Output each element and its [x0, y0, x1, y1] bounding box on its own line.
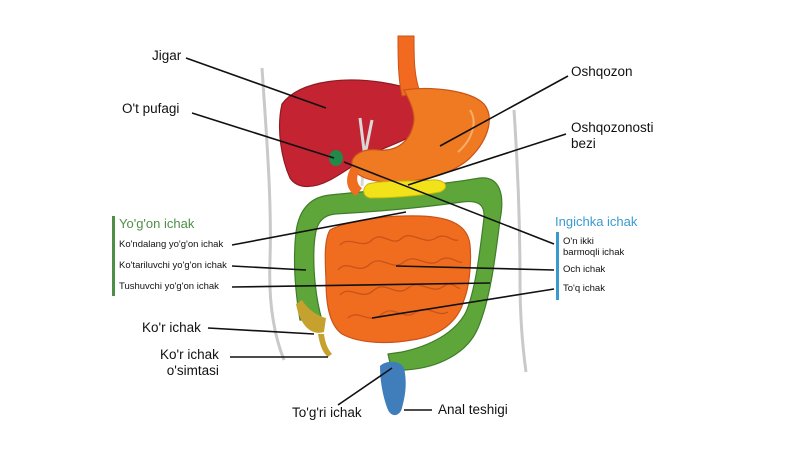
- label-onikki-line1: O'n ikki: [563, 236, 594, 247]
- duodenum-shape: [347, 166, 362, 196]
- small-intestine-group-bar: [556, 232, 559, 300]
- label-oshqozonosti-line1: Oshqozonosti: [571, 120, 654, 135]
- stomach-shape: [351, 87, 490, 183]
- label-kor-osimta-line1: Ko'r ichak: [160, 347, 219, 362]
- label-togri-ichak: To'g'ri ichak: [292, 405, 362, 420]
- label-kor-ichak: Ko'r ichak: [142, 320, 201, 335]
- label-oshqozonosti-bezi: Oshqozonosti bezi: [571, 120, 654, 152]
- label-kor-ichak-osimtasi: Ko'r ichak o'simtasi: [160, 347, 219, 379]
- group-title-ingichka-ichak: Ingichka ichak: [555, 214, 638, 229]
- label-kor-osimta-line2: o'simtasi: [166, 363, 219, 379]
- label-oshqozon: Oshqozon: [571, 64, 633, 79]
- label-och-ichak: Och ichak: [563, 264, 606, 275]
- rectum-shape: [380, 361, 406, 416]
- label-kondalang: Ko'ndalang yo'g'on ichak: [119, 239, 224, 250]
- label-onikki-barmoqli: O'n ikki barmoqli ichak: [563, 236, 624, 259]
- label-onikki-line2: barmoqli ichak: [563, 247, 625, 259]
- small-intestine-shape: [324, 215, 472, 344]
- label-tushuvchi: Tushuvchi yo'g'on ichak: [119, 281, 219, 292]
- colon-group-bar: [112, 216, 115, 296]
- liver-shape: [279, 79, 434, 188]
- body-outline-left: [260, 67, 286, 361]
- label-kotariluvchi: Ko'tariluvchi yo'g'on ichak: [119, 260, 227, 271]
- label-anal-teshigi: Anal teshigi: [438, 402, 508, 417]
- large-intestine-shape: [293, 177, 503, 373]
- label-oshqozonosti-line2: bezi: [571, 136, 596, 152]
- appendix-shape: [318, 334, 332, 357]
- gallbladder-shape: [329, 150, 343, 166]
- group-title-yogon-ichak: Yo'g'on ichak: [119, 216, 195, 231]
- label-jigar: Jigar: [152, 48, 182, 63]
- stomach-highlight: [457, 109, 475, 153]
- leader-lines: [185, 57, 569, 411]
- cecum-shape: [296, 300, 326, 333]
- label-ot-pufagi: O't pufagi: [122, 101, 180, 116]
- esophagus-shape: [397, 35, 421, 97]
- label-toq-ichak: To'q ichak: [563, 283, 605, 294]
